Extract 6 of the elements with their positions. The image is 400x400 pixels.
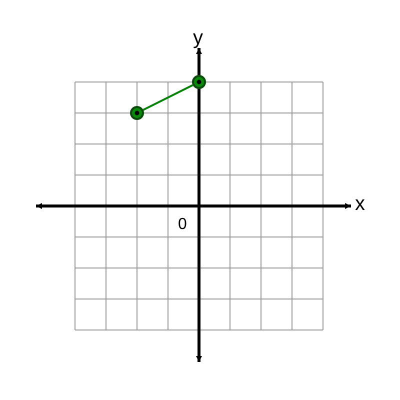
point-marker [192,75,206,89]
axis-label: x [355,194,365,214]
axis-label: y [193,28,203,48]
origin-label: 0 [178,215,187,235]
line-segment [142,84,194,111]
point-marker [130,106,144,120]
